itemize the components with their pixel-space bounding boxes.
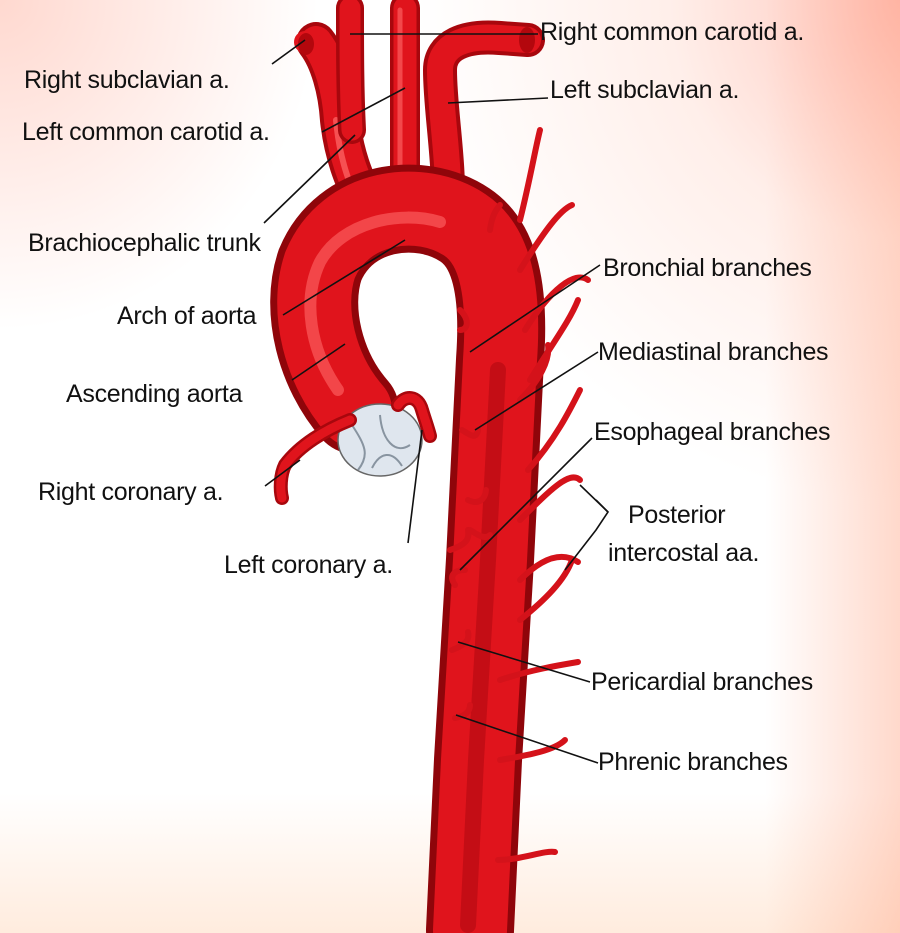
label-bronchial-branches: Bronchial branches	[603, 256, 812, 281]
leader-left-subclavian	[448, 98, 548, 103]
label-brachiocephalic-trunk: Brachiocephalic trunk	[28, 231, 261, 256]
label-left-coronary: Left coronary a.	[224, 553, 393, 578]
label-mediastinal-branches: Mediastinal branches	[598, 340, 828, 365]
label-arch-of-aorta: Arch of aorta	[117, 304, 256, 329]
label-right-coronary: Right coronary a.	[38, 480, 223, 505]
label-left-subclavian: Left subclavian a.	[550, 78, 739, 103]
label-phrenic-branches: Phrenic branches	[598, 750, 788, 775]
label-pericardial-branches: Pericardial branches	[591, 670, 813, 695]
label-left-common-carotid: Left common carotid a.	[22, 120, 270, 145]
label-right-subclavian: Right subclavian a.	[24, 68, 230, 93]
label-posterior-intercostal-line1: Posterior	[628, 503, 725, 528]
label-ascending-aorta: Ascending aorta	[66, 382, 242, 407]
label-posterior-intercostal-line2: intercostal aa.	[608, 541, 759, 566]
label-esophageal-branches: Esophageal branches	[594, 420, 830, 445]
label-right-common-carotid: Right common carotid a.	[540, 20, 804, 45]
